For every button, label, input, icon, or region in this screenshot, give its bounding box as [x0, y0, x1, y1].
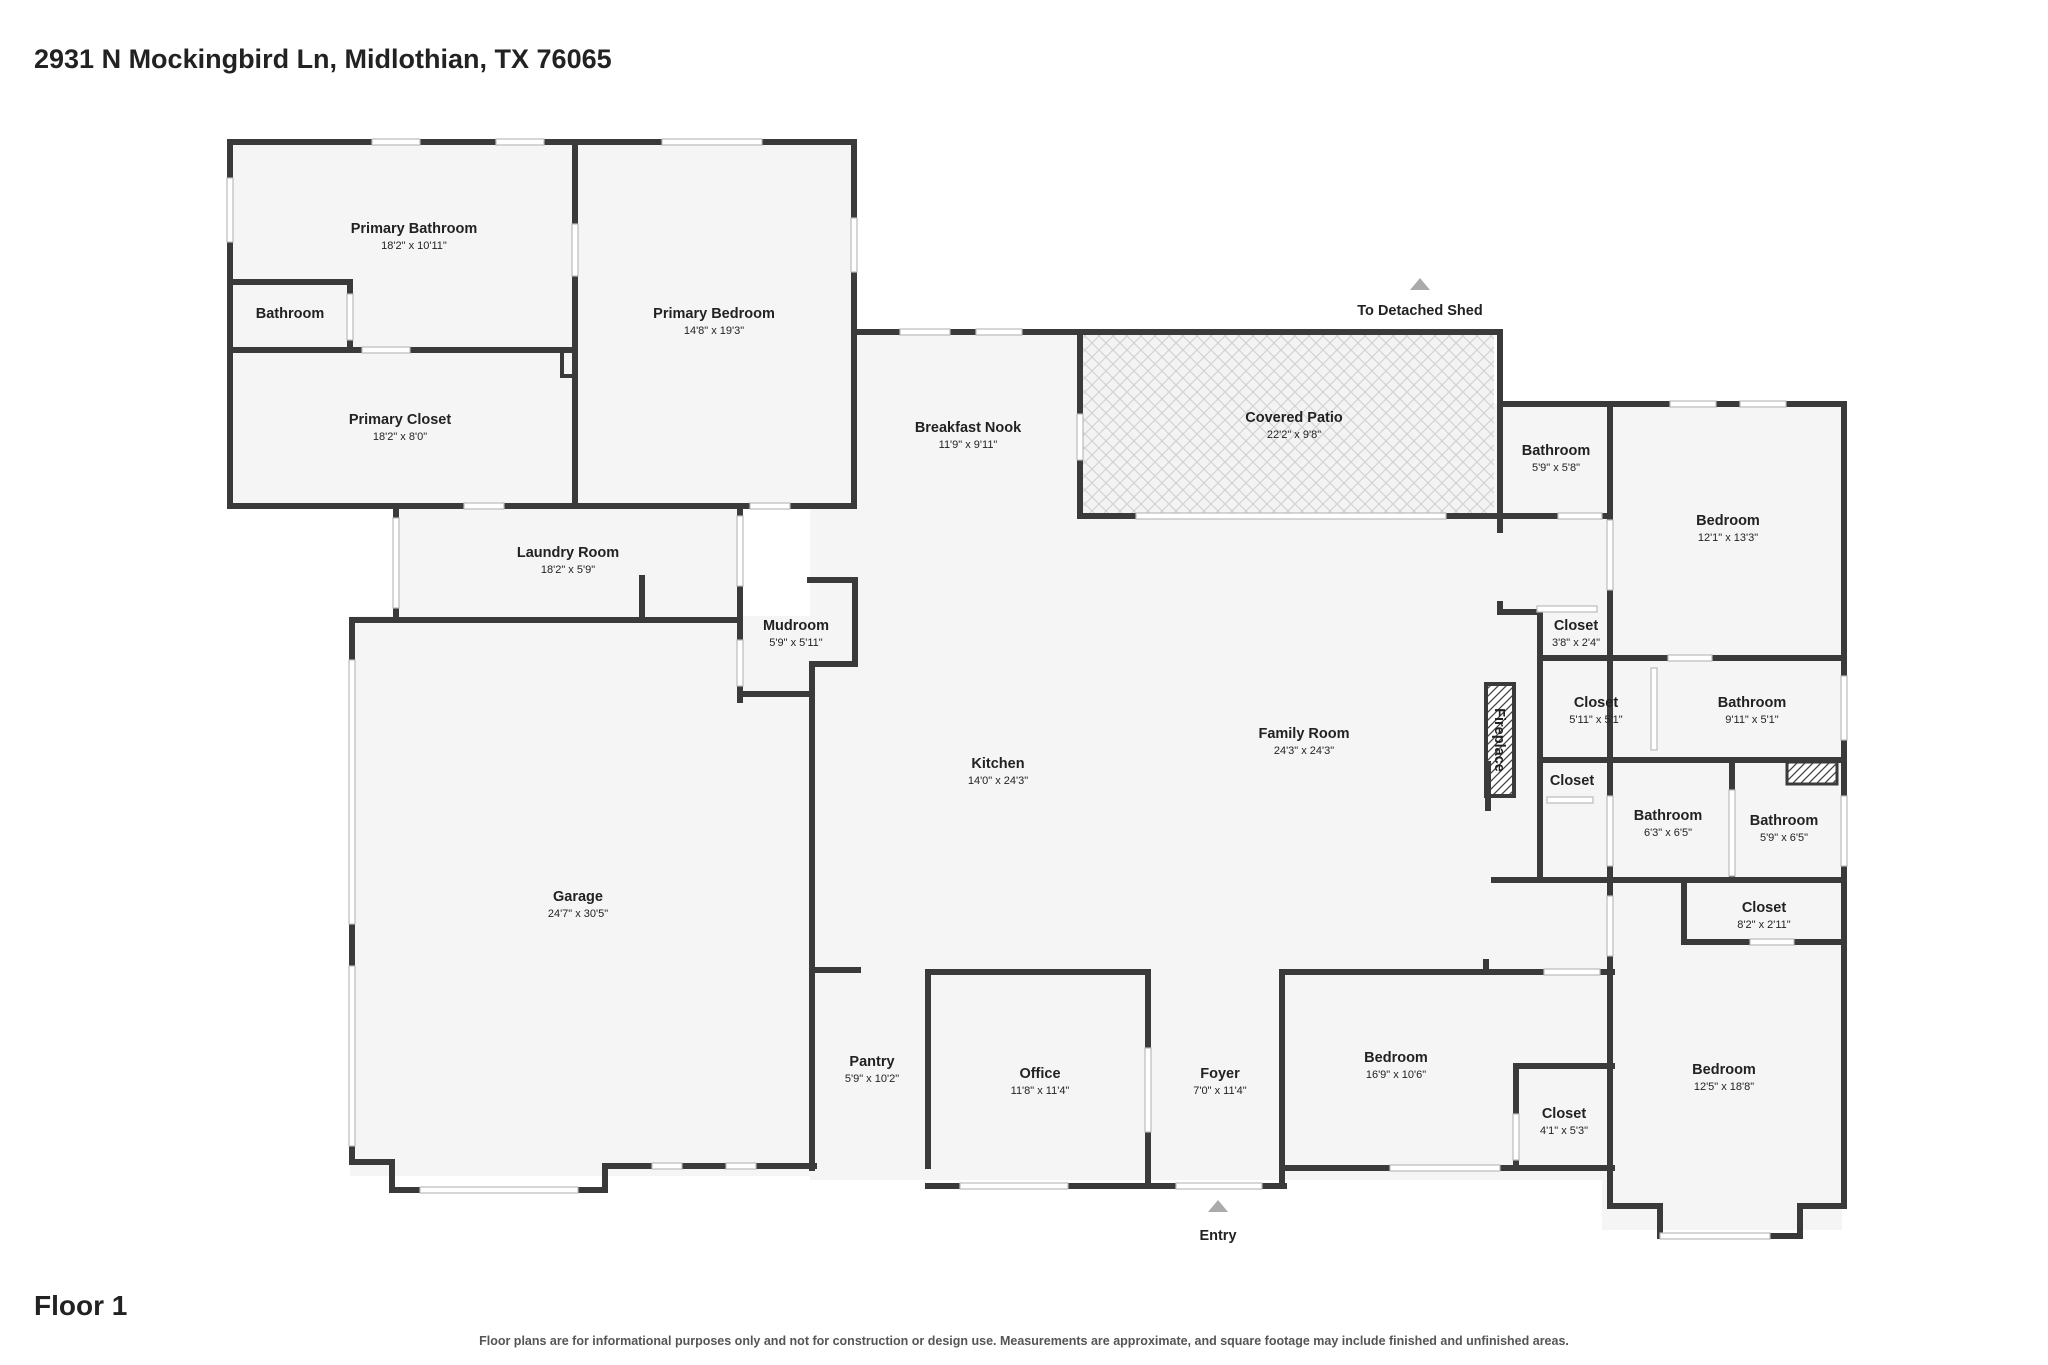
svg-text:7'0" x 11'4": 7'0" x 11'4" — [1193, 1085, 1246, 1097]
room-primary-bedroom: Primary Bedroom 14'8" x 19'3" — [653, 306, 775, 337]
patio-pavers — [1080, 334, 1494, 516]
svg-text:14'0" x 24'3": 14'0" x 24'3" — [968, 775, 1028, 787]
room-labels: Primary Bathroom 18'2" x 10'11" Bathroom… — [256, 221, 1818, 1137]
svg-text:Bedroom: Bedroom — [1692, 1062, 1756, 1078]
up-arrow-icon — [1208, 1200, 1228, 1212]
svg-text:5'9" x 5'11": 5'9" x 5'11" — [769, 637, 822, 649]
svg-text:14'8" x 19'3": 14'8" x 19'3" — [684, 325, 744, 337]
svg-text:Bathroom: Bathroom — [1750, 813, 1818, 829]
svg-text:18'2" x 10'11": 18'2" x 10'11" — [381, 240, 447, 252]
room-bathroom-ne: Bathroom 5'9" x 5'8" — [1522, 443, 1590, 474]
svg-text:4'1" x 5'3": 4'1" x 5'3" — [1540, 1125, 1588, 1137]
floor-fills — [230, 142, 1844, 1230]
room-closet-d: Closet 8'2" x 2'11" — [1737, 900, 1790, 931]
room-mudroom: Mudroom 5'9" x 5'11" — [763, 618, 829, 649]
svg-text:3'8" x 2'4": 3'8" x 2'4" — [1552, 637, 1600, 649]
svg-text:Breakfast Nook: Breakfast Nook — [915, 420, 1022, 436]
room-laundry-room: Laundry Room 18'2" x 5'9" — [517, 545, 619, 576]
svg-text:Covered Patio: Covered Patio — [1245, 410, 1343, 426]
entry-marker: Entry — [1199, 1200, 1237, 1244]
svg-text:Closet: Closet — [1550, 773, 1594, 789]
svg-text:5'9" x 5'8": 5'9" x 5'8" — [1532, 462, 1580, 474]
room-bathroom-e1: Bathroom 9'11" x 5'1" — [1718, 695, 1786, 726]
svg-text:5'9" x 10'2": 5'9" x 10'2" — [845, 1073, 899, 1085]
svg-text:16'9" x 10'6": 16'9" x 10'6" — [1366, 1069, 1426, 1081]
room-bathroom-e3: Bathroom 5'9" x 6'5" — [1750, 813, 1818, 844]
room-closet-b: Closet 5'11" x 5'1" — [1569, 695, 1622, 726]
svg-text:Closet: Closet — [1742, 900, 1786, 916]
room-closet-a: Closet 3'8" x 2'4" — [1552, 618, 1600, 649]
svg-text:Bathroom: Bathroom — [1634, 808, 1702, 824]
room-garage: Garage 24'7" x 30'5" — [548, 889, 608, 920]
svg-text:Bathroom: Bathroom — [256, 306, 324, 322]
svg-text:Bathroom: Bathroom — [1718, 695, 1786, 711]
svg-text:Primary Bedroom: Primary Bedroom — [653, 306, 775, 322]
room-bathroom-e2: Bathroom 6'3" x 6'5" — [1634, 808, 1702, 839]
svg-text:Kitchen: Kitchen — [971, 756, 1024, 772]
svg-text:Bathroom: Bathroom — [1522, 443, 1590, 459]
svg-text:24'7" x 30'5": 24'7" x 30'5" — [548, 908, 608, 920]
room-bedroom-ne: Bedroom 12'1" x 13'3" — [1696, 513, 1760, 544]
disclaimer: Floor plans are for informational purpos… — [479, 1334, 1569, 1348]
svg-text:22'2" x 9'8": 22'2" x 9'8" — [1267, 429, 1321, 441]
svg-text:Bedroom: Bedroom — [1364, 1050, 1428, 1066]
room-office: Office 11'8" x 11'4" — [1011, 1066, 1070, 1097]
svg-text:8'2" x 2'11": 8'2" x 2'11" — [1737, 919, 1790, 931]
entry-label: Entry — [1199, 1228, 1236, 1244]
room-bedroom-se: Bedroom 12'5" x 18'8" — [1692, 1062, 1756, 1093]
svg-text:11'8" x 11'4": 11'8" x 11'4" — [1011, 1085, 1070, 1097]
svg-text:18'2" x 5'9": 18'2" x 5'9" — [541, 564, 595, 576]
svg-text:Bedroom: Bedroom — [1696, 513, 1760, 529]
property-address: 2931 N Mockingbird Ln, Midlothian, TX 76… — [34, 44, 612, 74]
room-closet-c: Closet — [1550, 773, 1594, 789]
svg-text:12'1" x 13'3": 12'1" x 13'3" — [1698, 532, 1758, 544]
svg-text:9'11" x 5'1": 9'11" x 5'1" — [1725, 714, 1778, 726]
svg-text:18'2" x 8'0": 18'2" x 8'0" — [373, 431, 427, 443]
svg-text:Primary Closet: Primary Closet — [349, 412, 452, 428]
svg-text:Laundry Room: Laundry Room — [517, 545, 619, 561]
svg-text:5'9" x 6'5": 5'9" x 6'5" — [1760, 832, 1808, 844]
svg-text:11'9" x 9'11": 11'9" x 9'11" — [939, 439, 998, 451]
hatched-fixture — [1785, 760, 1839, 786]
room-kitchen: Kitchen 14'0" x 24'3" — [968, 756, 1028, 787]
windows — [226, 138, 1848, 1240]
svg-text:Fireplace: Fireplace — [1491, 708, 1507, 772]
svg-text:12'5" x 18'8": 12'5" x 18'8" — [1694, 1081, 1754, 1093]
floor-label: Floor 1 — [34, 1290, 128, 1321]
room-primary-closet: Primary Closet 18'2" x 8'0" — [349, 412, 452, 443]
svg-text:Closet: Closet — [1574, 695, 1618, 711]
up-arrow-icon — [1410, 278, 1430, 290]
svg-text:Closet: Closet — [1542, 1106, 1586, 1122]
room-bedroom-s: Bedroom 16'9" x 10'6" — [1364, 1050, 1428, 1081]
room-breakfast-nook: Breakfast Nook 11'9" x 9'11" — [915, 420, 1022, 451]
svg-text:Pantry: Pantry — [849, 1054, 894, 1070]
shed-marker: To Detached Shed — [1357, 278, 1483, 319]
room-pantry: Pantry 5'9" x 10'2" — [845, 1054, 899, 1085]
svg-text:6'3" x 6'5": 6'3" x 6'5" — [1644, 827, 1692, 839]
room-fireplace: Fireplace — [1491, 708, 1507, 772]
room-primary-bathroom: Primary Bathroom 18'2" x 10'11" — [351, 221, 478, 252]
svg-text:5'11" x 5'1": 5'11" x 5'1" — [1569, 714, 1622, 726]
shed-label: To Detached Shed — [1357, 303, 1482, 319]
svg-text:24'3" x 24'3": 24'3" x 24'3" — [1274, 745, 1334, 757]
room-closet-e: Closet 4'1" x 5'3" — [1540, 1106, 1588, 1137]
svg-text:Primary Bathroom: Primary Bathroom — [351, 221, 478, 237]
svg-text:Garage: Garage — [553, 889, 603, 905]
svg-text:Mudroom: Mudroom — [763, 618, 829, 634]
room-bathroom-small: Bathroom — [256, 306, 324, 322]
room-family-room: Family Room 24'3" x 24'3" — [1258, 726, 1349, 757]
room-foyer: Foyer 7'0" x 11'4" — [1193, 1066, 1246, 1097]
svg-text:Office: Office — [1019, 1066, 1060, 1082]
svg-text:Family Room: Family Room — [1258, 726, 1349, 742]
svg-text:Foyer: Foyer — [1200, 1066, 1240, 1082]
room-covered-patio: Covered Patio 22'2" x 9'8" — [1245, 410, 1343, 441]
svg-text:Closet: Closet — [1554, 618, 1598, 634]
